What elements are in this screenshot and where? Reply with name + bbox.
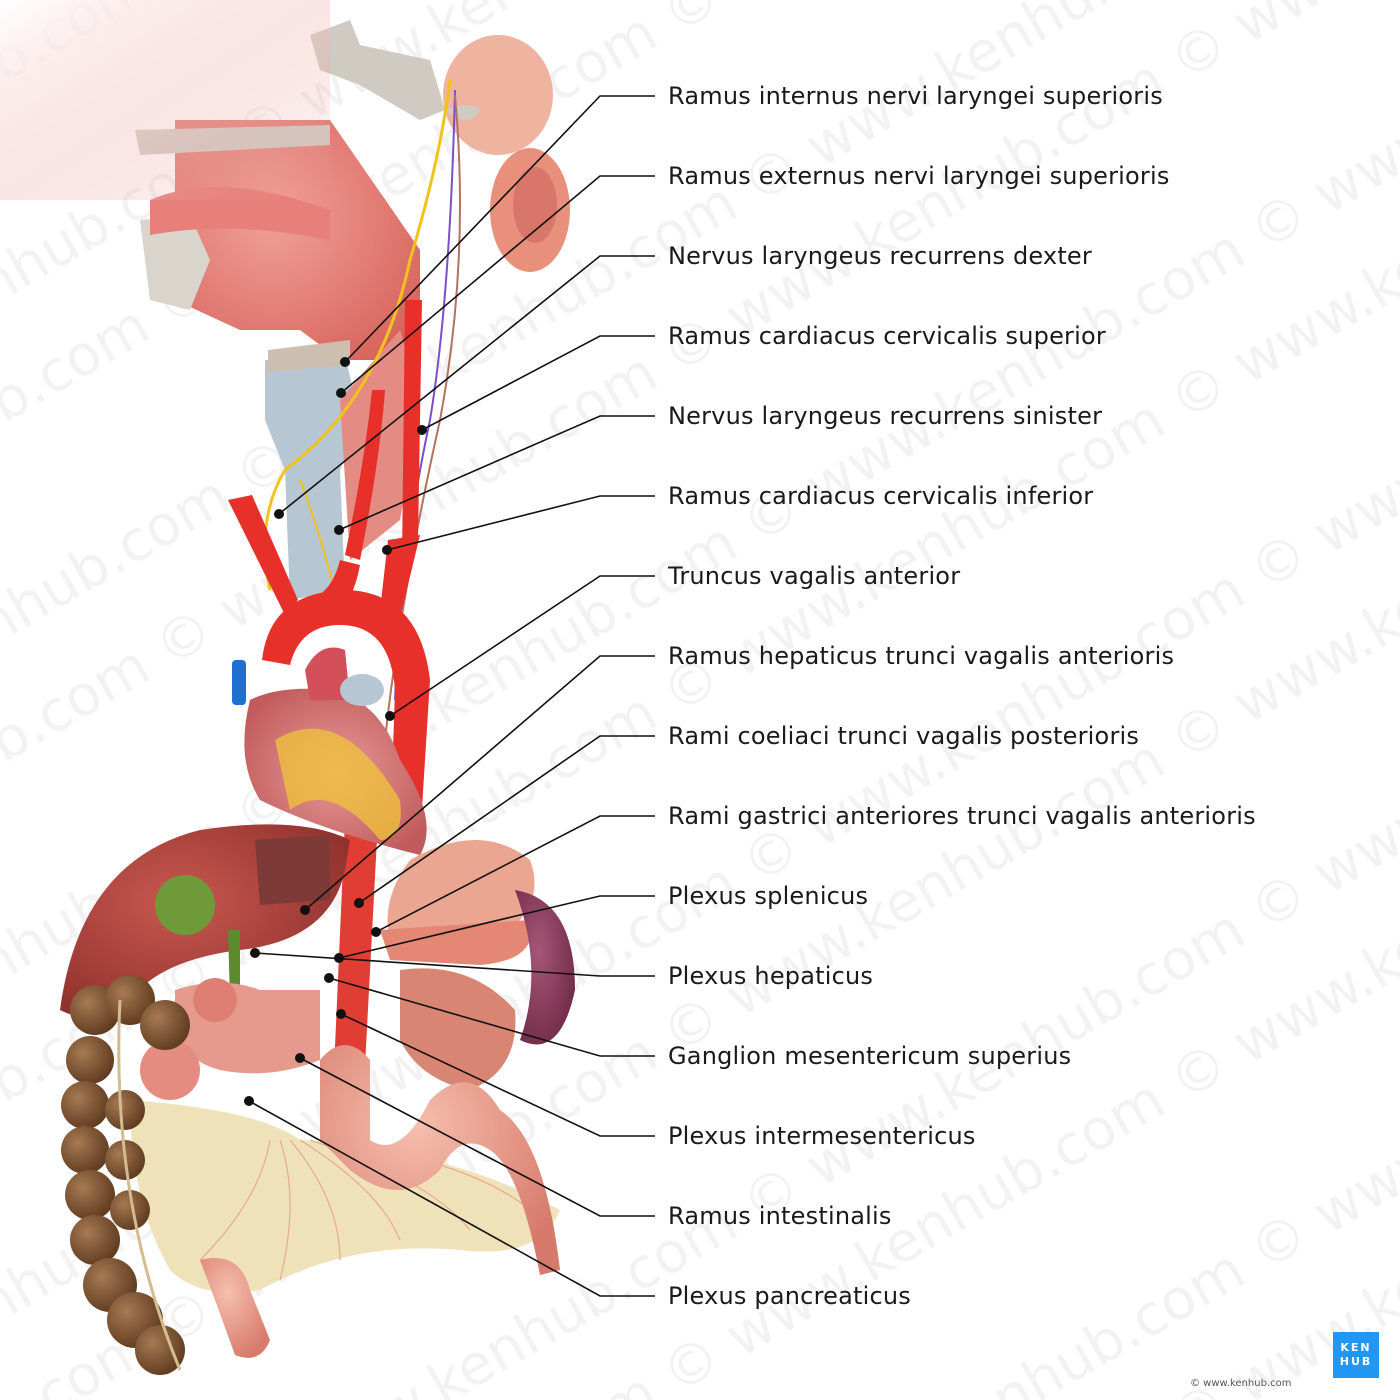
- label-ramus-externus-nervi-laryngei-superioris: Ramus externus nervi laryngei superioris: [668, 162, 1170, 190]
- label-truncus-vagalis-anterior: Truncus vagalis anterior: [668, 562, 961, 590]
- leader-line: [304, 655, 655, 911]
- logo-line-2: HUB: [1339, 1355, 1373, 1368]
- leader-line: [386, 495, 655, 551]
- label-plexus-splenicus: Plexus splenicus: [668, 882, 869, 910]
- leader-line: [254, 952, 655, 977]
- leader-dot: [244, 1096, 254, 1106]
- mesentery: [130, 1100, 560, 1293]
- leader-dot: [300, 905, 310, 915]
- leader-dot: [354, 898, 364, 908]
- leader-dot: [334, 525, 344, 535]
- leader-line: [338, 415, 655, 531]
- label-rami-coeliaci-trunci-vagalis-posterioris: Rami coeliaci trunci vagalis posterioris: [668, 722, 1140, 750]
- leader-line: [278, 255, 655, 515]
- copyright-text: © www.kenhub.com: [1190, 1378, 1292, 1389]
- heart: [232, 647, 427, 855]
- label-ganglion-mesentericum-superius: Ganglion mesentericum superius: [668, 1042, 1072, 1070]
- leader-line: [375, 815, 655, 933]
- label-ramus-internus-nervi-laryngei-superioris: Ramus internus nervi laryngei superioris: [668, 82, 1163, 110]
- kenhub-logo[interactable]: KEN HUB: [1333, 1332, 1379, 1378]
- leader-line: [299, 1057, 655, 1217]
- label-plexus-intermesentericus: Plexus intermesentericus: [668, 1122, 976, 1150]
- leader-dot: [382, 545, 392, 555]
- leader-line: [344, 95, 655, 363]
- leader-dot: [324, 973, 334, 983]
- label-nervus-laryngeus-recurrens-sinister: Nervus laryngeus recurrens sinister: [668, 402, 1103, 430]
- liver: [60, 824, 350, 1018]
- leader-line: [328, 977, 655, 1057]
- leader-line: [421, 335, 655, 431]
- logo-line-1: KEN: [1340, 1341, 1372, 1354]
- leader-line: [389, 575, 655, 717]
- leader-dot: [250, 948, 260, 958]
- label-ramus-cardiacus-cervicalis-inferior: Ramus cardiacus cervicalis inferior: [668, 482, 1094, 510]
- head-neck-region: [0, 0, 570, 360]
- leader-dot: [274, 509, 284, 519]
- leader-line: [358, 735, 655, 904]
- leader-dot: [417, 425, 427, 435]
- leader-line: [248, 1100, 655, 1297]
- label-plexus-pancreaticus: Plexus pancreaticus: [668, 1282, 911, 1310]
- leader-dot: [295, 1053, 305, 1063]
- leader-lines: [244, 95, 655, 1297]
- leader-line: [338, 895, 655, 959]
- label-ramus-intestinalis: Ramus intestinalis: [668, 1202, 892, 1230]
- label-nervus-laryngeus-recurrens-dexter: Nervus laryngeus recurrens dexter: [668, 242, 1092, 270]
- leader-dot: [385, 711, 395, 721]
- small-intestine: [200, 1045, 560, 1358]
- leader-line: [340, 175, 655, 394]
- leader-dot: [371, 927, 381, 937]
- label-ramus-cardiacus-cervicalis-superior: Ramus cardiacus cervicalis superior: [668, 322, 1106, 350]
- leader-line: [340, 1013, 655, 1137]
- stomach-spleen: [380, 840, 575, 1090]
- leader-dot: [336, 1009, 346, 1019]
- leader-dot: [336, 388, 346, 398]
- label-rami-gastrici-anteriores-trunci-vagalis-anterioris: Rami gastrici anteriores trunci vagalis …: [668, 802, 1256, 830]
- colon: [61, 975, 190, 1375]
- label-plexus-hepaticus: Plexus hepaticus: [668, 962, 874, 990]
- pancreas-duodenum: [140, 978, 320, 1100]
- label-ramus-hepaticus-trunci-vagalis-anterioris: Ramus hepaticus trunci vagalis anteriori…: [668, 642, 1175, 670]
- leader-dot: [340, 357, 350, 367]
